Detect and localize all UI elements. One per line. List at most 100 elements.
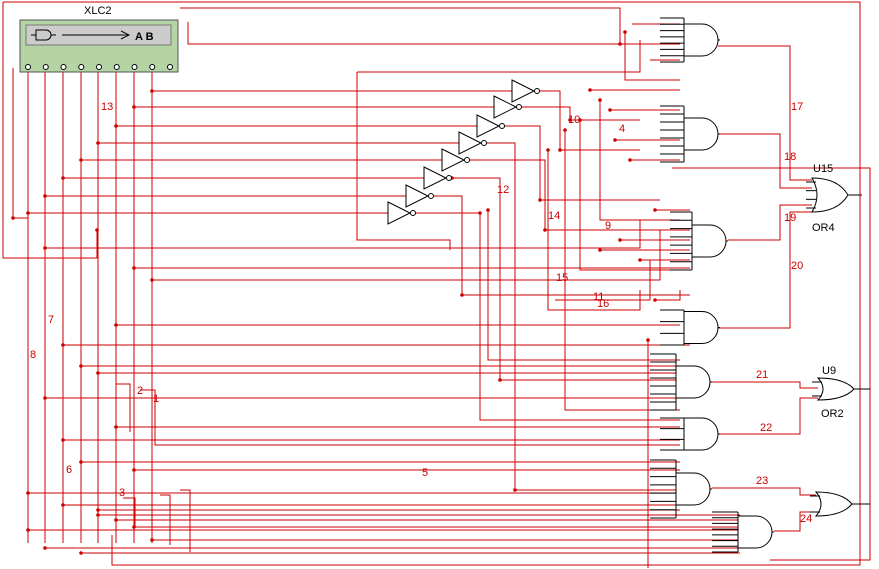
wire-junction: [608, 108, 612, 112]
instrument-pin[interactable]: [149, 64, 156, 70]
wire-junction: [96, 141, 100, 145]
net-label: 10: [568, 114, 580, 126]
u9-type-label: OR2: [821, 408, 844, 420]
net-label: 8: [30, 349, 36, 361]
instrument-pin[interactable]: [60, 64, 67, 70]
logic-converter-xlc2[interactable]: A B XLC2: [19, 5, 179, 73]
wire-junction: [628, 158, 632, 162]
wire-junction: [96, 508, 100, 512]
wire-junction: [79, 460, 83, 464]
wire-junction: [646, 338, 650, 342]
net-label: 21: [756, 369, 768, 381]
arrow-right-icon: [62, 30, 131, 40]
wire-junction: [598, 98, 602, 102]
wire-junction: [132, 468, 136, 472]
u9-ref-label: U9: [822, 365, 836, 377]
wire-junction: [132, 266, 136, 270]
wire-junction: [96, 513, 100, 517]
wire-junction: [150, 89, 154, 93]
wire-junction: [79, 364, 83, 368]
net-label: 22: [760, 422, 772, 434]
wire-junction: [513, 488, 517, 492]
wire-junction: [150, 278, 154, 282]
wire-junction: [478, 211, 482, 215]
and-gate: [650, 353, 712, 411]
net-label: 5: [422, 467, 428, 479]
net-label: 14: [548, 210, 560, 222]
wire-junction: [613, 138, 617, 142]
wire-junction: [460, 293, 464, 297]
u15-type-label: OR4: [812, 222, 835, 234]
net-label: 9: [605, 220, 611, 232]
inverter-gate: [476, 114, 505, 138]
inverter-gate: [423, 166, 452, 190]
wire-junction: [43, 246, 47, 250]
instrument-pin[interactable]: [78, 64, 85, 70]
wire-junction: [43, 546, 47, 550]
inverter-gate: [405, 184, 434, 208]
wire-junction: [61, 343, 65, 347]
instrument-pin[interactable]: [42, 64, 49, 70]
wire-junction: [96, 371, 100, 375]
wire-junction: [132, 105, 136, 109]
net-label: 20: [791, 260, 803, 272]
wire-junction: [79, 551, 83, 555]
wire-junction: [26, 528, 30, 532]
u15-ref-label: U15: [813, 163, 833, 175]
net-label: 2: [137, 385, 143, 397]
and-gate: [660, 17, 720, 63]
wire-junction: [568, 118, 572, 122]
and-gates: [650, 17, 774, 553]
wire-junction: [114, 323, 118, 327]
net-label: 1: [153, 393, 159, 405]
net-label: 17: [791, 101, 803, 113]
wire-junction: [132, 525, 136, 529]
net-label: 6: [66, 464, 72, 476]
instrument-ref-label: XLC2: [84, 5, 112, 17]
wire-junction: [61, 176, 65, 180]
wire-junction: [543, 228, 547, 232]
and-gate: [650, 459, 712, 519]
wire-junction: [114, 518, 118, 522]
wire-junction: [538, 198, 542, 202]
inverter-gate: [511, 79, 540, 103]
net-label: 23: [756, 475, 768, 487]
wire-junction: [588, 88, 592, 92]
net-label: 7: [48, 314, 54, 326]
wire-junction: [638, 258, 642, 262]
inverters: [387, 79, 540, 225]
net-label: 18: [784, 151, 796, 163]
or-gate: [812, 377, 870, 401]
net-label: 15: [556, 272, 568, 284]
instrument-pin[interactable]: [167, 64, 173, 70]
wire-junction: [578, 118, 582, 122]
instrument-pin[interactable]: [25, 64, 31, 70]
net-labels: 1 2 3 4 5 6 7 8 9 10 11 12 13 14 15 16 1…: [30, 101, 812, 525]
instrument-pin[interactable]: [113, 64, 120, 70]
inverter-gate: [493, 95, 522, 119]
and-gate: [660, 309, 720, 346]
wire-junction: [653, 208, 657, 212]
wire-junction: [43, 396, 47, 400]
wire-junction: [598, 248, 602, 252]
wire-junction: [26, 491, 30, 495]
wire-junction: [114, 425, 118, 429]
wire-junction: [558, 148, 562, 152]
wire-junction: [486, 208, 490, 212]
net-label: 19: [784, 212, 796, 224]
wire-junction: [43, 194, 47, 198]
and-gate: [660, 105, 720, 163]
wire-junction: [623, 30, 627, 34]
instrument-pin[interactable]: [131, 64, 138, 70]
wire-junction: [653, 298, 657, 302]
instrument-pin[interactable]: [96, 64, 102, 70]
net-label: 24: [800, 513, 812, 525]
wire-junction: [79, 158, 83, 162]
wire-junction: [563, 128, 567, 132]
wire-junction: [114, 124, 118, 128]
wire-junction: [150, 538, 154, 542]
net-label: 16: [597, 298, 609, 310]
inverter-gate: [458, 131, 487, 155]
wire-junction: [498, 378, 502, 382]
wire-junction: [618, 42, 622, 46]
